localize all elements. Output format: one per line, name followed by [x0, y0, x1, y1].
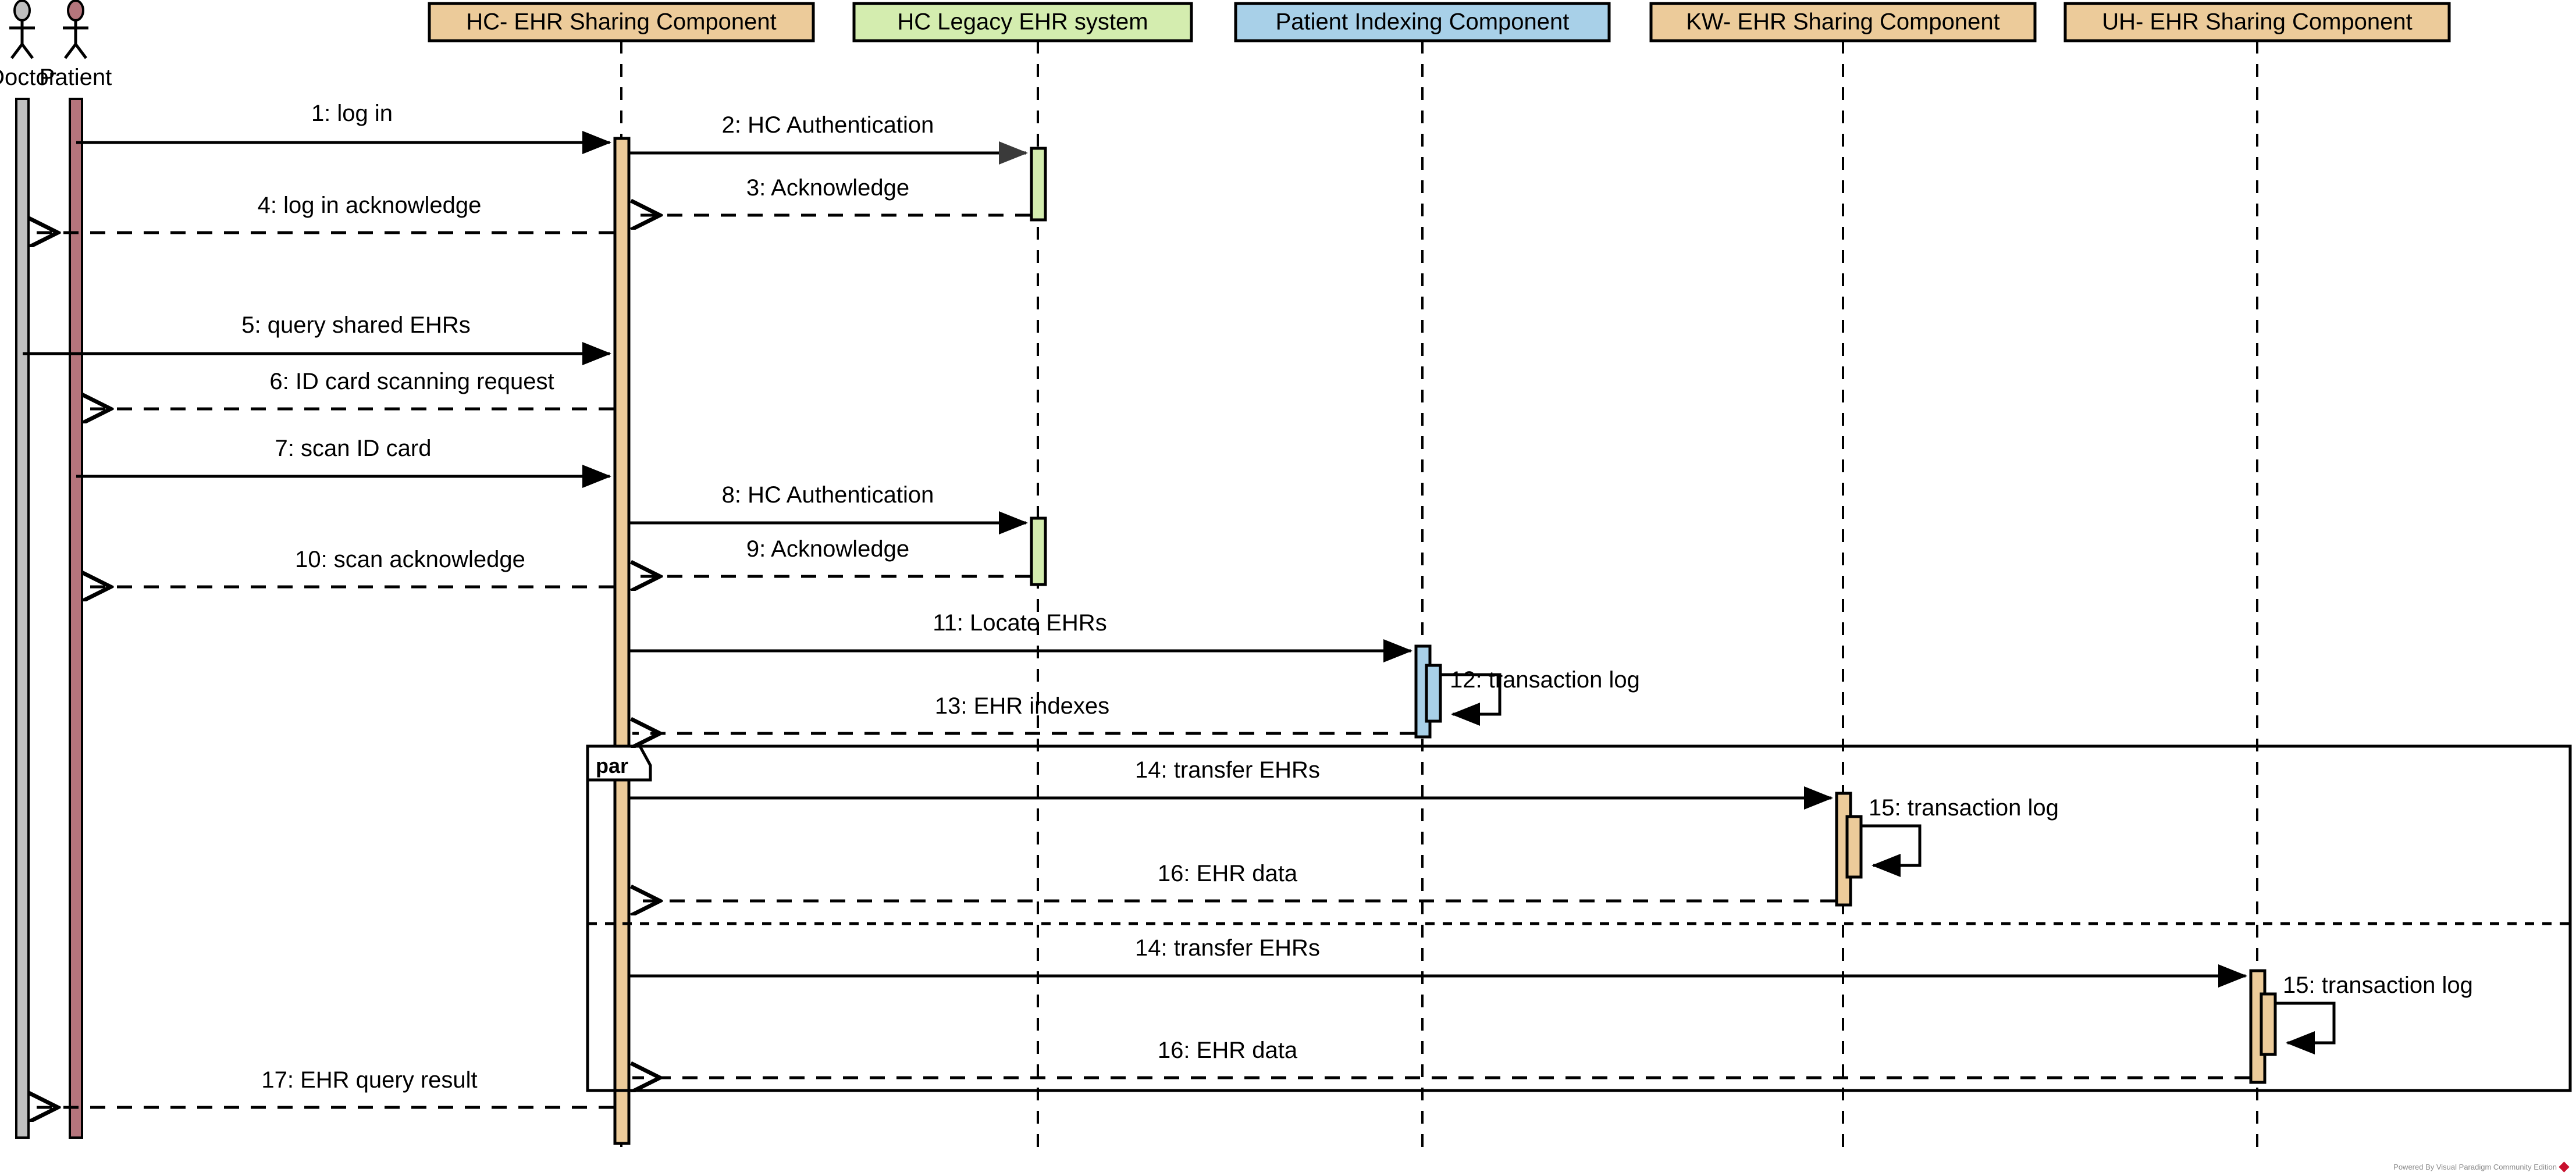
patient-leg-right [74, 43, 87, 59]
participant-patient-indexing-box [1234, 2, 1611, 42]
message-3[interactable]: 3: Acknowledge [632, 175, 1030, 215]
participant-uh-sharing-box [2063, 2, 2451, 42]
watermark-text: Powered By Visual Paradigm Community Edi… [2393, 1163, 2557, 1171]
message-5-label: 5: query shared EHRs [241, 312, 471, 338]
message-11[interactable]: 11: Locate EHRs [629, 610, 1413, 662]
message-16-kw[interactable]: 16: EHR data [632, 861, 1835, 901]
doctor-head-icon [13, 0, 31, 22]
message-2[interactable]: 2: HC Authentication [629, 112, 1029, 165]
message-3-label: 3: Acknowledge [746, 175, 909, 201]
message-10[interactable]: 10: scan acknowledge [83, 547, 614, 587]
message-15-uh-label: 15: transaction log [2283, 972, 2473, 998]
message-8[interactable]: 8: HC Authentication [629, 482, 1029, 534]
doctor-lifeline-bar [15, 98, 30, 1139]
message-2-label: 2: HC Authentication [722, 112, 934, 138]
participant-patient-indexing-label: Patient Indexing Component [1276, 9, 1570, 35]
message-5[interactable]: 5: query shared EHRs [23, 312, 612, 365]
message-15-uh[interactable]: 15: transaction log [2275, 972, 2473, 1054]
message-4-label: 4: log in acknowledge [258, 193, 482, 218]
actor-patient-label: Patient [40, 65, 112, 90]
message-16-uh-label: 16: EHR data [1158, 1038, 1298, 1063]
message-4[interactable]: 4: log in acknowledge [30, 193, 614, 233]
visual-paradigm-logo-icon [2559, 1161, 2570, 1173]
fragment-par-operator-label: par [596, 754, 628, 778]
message-10-label: 10: scan acknowledge [295, 547, 525, 572]
participant-hc-legacy[interactable]: HC Legacy EHR system [852, 2, 1193, 42]
message-1[interactable]: 1: log in [76, 101, 612, 154]
patient-leg-left [64, 43, 77, 59]
message-16-kw-label: 16: EHR data [1158, 861, 1298, 886]
message-7-label: 7: scan ID card [275, 436, 431, 461]
activation-patient-indexing-nested [1425, 664, 1442, 723]
activation-hc-legacy-first [1030, 147, 1047, 222]
message-12[interactable]: 12: transaction log [1440, 667, 1640, 726]
message-7[interactable]: 7: scan ID card [76, 436, 612, 488]
message-15-kw[interactable]: 15: transaction log [1861, 795, 2059, 877]
participant-hc-sharing-box [428, 2, 815, 42]
participant-uh-sharing-label: UH- EHR Sharing Component [2102, 9, 2413, 35]
patient-lifeline-bar [69, 98, 83, 1139]
message-9[interactable]: 9: Acknowledge [632, 536, 1030, 576]
participant-patient-indexing[interactable]: Patient Indexing Component [1234, 2, 1611, 42]
participant-uh-sharing[interactable]: UH- EHR Sharing Component [2063, 2, 2451, 42]
message-13-label: 13: EHR indexes [935, 693, 1109, 719]
watermark: Powered By Visual Paradigm Community Edi… [2393, 1161, 2570, 1173]
message-11-label: 11: Locate EHRs [933, 610, 1106, 636]
message-13[interactable]: 13: EHR indexes [632, 693, 1415, 733]
message-12-label: 12: transaction log [1450, 667, 1640, 693]
message-14-kw[interactable]: 14: transfer EHRs [629, 757, 1834, 810]
activation-kw-sharing-nested [1845, 815, 1863, 879]
message-14-kw-label: 14: transfer EHRs [1135, 757, 1320, 783]
lifelines-group [620, 41, 2258, 1157]
message-14-uh-label: 14: transfer EHRs [1135, 935, 1320, 961]
doctor-leg-left [10, 43, 23, 59]
activation-uh-sharing-nested [2260, 992, 2277, 1056]
actor-patient[interactable]: Patient [40, 0, 112, 1139]
message-17[interactable]: 17: EHR query result [30, 1067, 614, 1107]
message-14-uh[interactable]: 14: transfer EHRs [629, 935, 2248, 988]
participant-kw-sharing-label: KW- EHR Sharing Component [1686, 9, 2000, 35]
message-9-label: 9: Acknowledge [746, 536, 909, 562]
participant-hc-legacy-box [852, 2, 1193, 42]
activation-kw-sharing [1835, 792, 1852, 907]
combined-fragment-par: par [586, 744, 2572, 1092]
activation-hc-legacy-second [1030, 516, 1047, 586]
fragment-par-border [586, 744, 2572, 1092]
participant-hc-sharing[interactable]: HC- EHR Sharing Component [428, 2, 815, 42]
message-6[interactable]: 6: ID card scanning request [83, 369, 614, 409]
patient-head-icon [67, 0, 84, 22]
message-1-label: 1: log in [311, 101, 393, 126]
message-16-uh[interactable]: 16: EHR data [632, 1038, 2250, 1078]
message-15-kw-label: 15: transaction log [1869, 795, 2059, 821]
participant-hc-legacy-label: HC Legacy EHR system [897, 9, 1148, 35]
activation-hc-sharing-main [613, 137, 631, 1145]
message-15-kw-self-arrow [1861, 824, 1922, 877]
participant-kw-sharing[interactable]: KW- EHR Sharing Component [1649, 2, 2037, 42]
message-8-label: 8: HC Authentication [722, 482, 934, 508]
message-12-self-arrow [1440, 673, 1502, 726]
actor-doctor-label: Doctor [0, 65, 56, 90]
message-17-label: 17: EHR query result [261, 1067, 477, 1093]
message-6-label: 6: ID card scanning request [269, 369, 554, 394]
actor-doctor[interactable]: Doctor [0, 0, 56, 1139]
doctor-leg-right [21, 43, 34, 59]
message-15-uh-self-arrow [2275, 1002, 2336, 1054]
participant-kw-sharing-box [1649, 2, 2037, 42]
participant-hc-sharing-label: HC- EHR Sharing Component [466, 9, 777, 35]
